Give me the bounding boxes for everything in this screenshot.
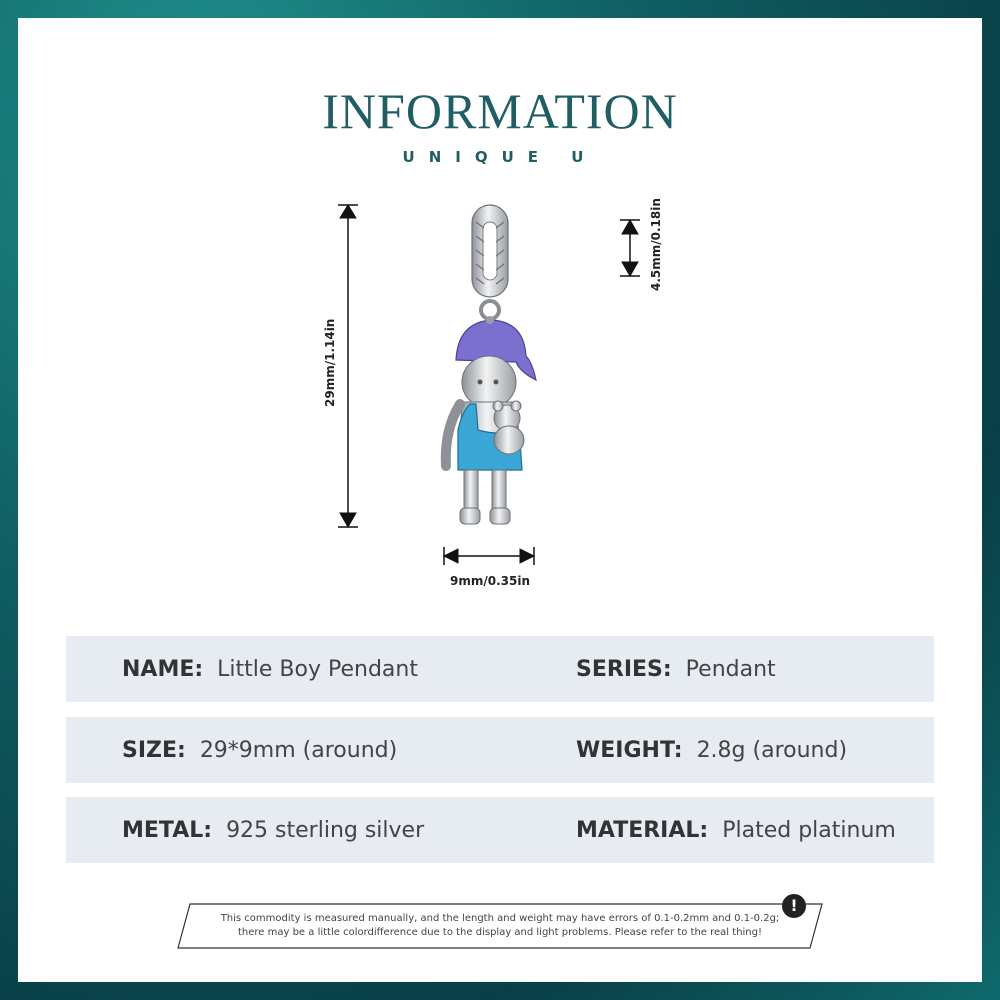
spec-row-name: NAME: Little Boy Pendant SERIES: Pendant [66, 636, 934, 702]
size-value: 29*9mm (around) [199, 737, 398, 763]
series-value: Pendant [685, 656, 776, 682]
width-dimension-label: 9mm/0.35in [449, 574, 530, 588]
page-title: INFORMATION [322, 83, 678, 139]
material-label: MATERIAL: [576, 817, 709, 843]
size-label: SIZE: [122, 737, 186, 763]
spec-row-size: SIZE: 29*9mm (around) WEIGHT: 2.8g (arou… [66, 717, 934, 783]
exclamation-icon: ! [782, 894, 806, 918]
weight-label: WEIGHT: [576, 737, 683, 763]
brand-subtitle: UNIQUE U [402, 148, 598, 166]
bail-dimension-label: 4.5mm/0.18in [649, 198, 663, 291]
disclaimer-text: This commodity is measured manually, and… [0, 912, 1000, 940]
spec-row-metal: METAL: 925 sterling silver MATERIAL: Pla… [66, 797, 934, 863]
name-value: Little Boy Pendant [217, 656, 418, 682]
material-value: Plated platinum [722, 817, 896, 843]
height-dimension-label: 29mm/1.14in [323, 318, 337, 407]
series-label: SERIES: [576, 656, 672, 682]
metal-label: METAL: [122, 817, 213, 843]
weight-value: 2.8g (around) [696, 737, 848, 763]
metal-value: 925 sterling silver [226, 817, 425, 843]
disclaimer-line-1: This commodity is measured manually, and… [220, 913, 780, 924]
disclaimer-line-2: there may be a little colordifference du… [237, 927, 762, 938]
name-label: NAME: [122, 656, 204, 682]
